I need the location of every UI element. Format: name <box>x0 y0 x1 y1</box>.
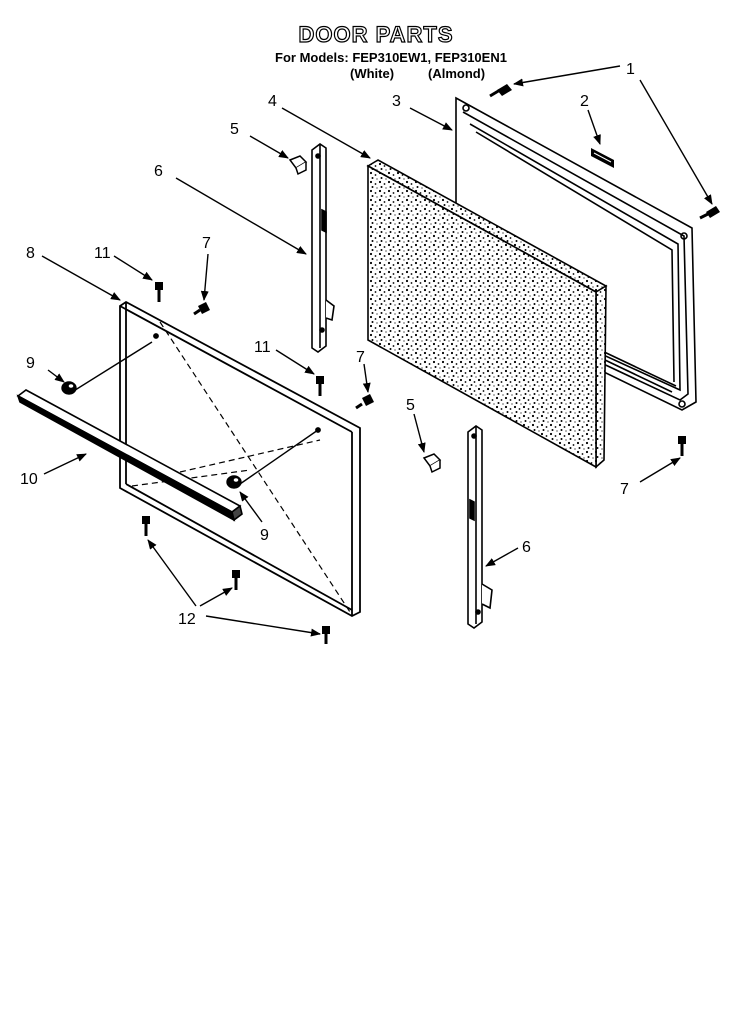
leader-lines <box>41 65 713 637</box>
callout-6-lower: 6 <box>522 539 531 556</box>
door-label <box>591 148 614 168</box>
inner-door-liner <box>455 96 697 411</box>
hinge-clip-upper <box>288 155 308 176</box>
outer-door-panel <box>119 300 361 618</box>
hinge-channel-right <box>467 425 493 629</box>
callout-11-right: 11 <box>254 339 271 356</box>
screw-12-right <box>322 626 330 644</box>
variant-almond: (Almond) <box>428 66 486 81</box>
screw-11-right <box>316 376 324 396</box>
door-glass-outline <box>131 321 351 613</box>
callout-9-right: 9 <box>260 527 269 544</box>
screw-7-middle <box>355 394 374 410</box>
model-variants: (White) (Almond) <box>0 66 752 82</box>
door-handle <box>16 389 243 522</box>
variant-white: (White) <box>350 66 395 81</box>
screw-12-middle <box>232 570 240 590</box>
screw-7-right <box>678 436 686 456</box>
callout-3: 3 <box>392 93 401 110</box>
callout-11-left: 11 <box>94 245 111 262</box>
callout-9-left: 9 <box>26 355 35 372</box>
screw-11-left <box>155 282 163 302</box>
callout-8: 8 <box>26 245 35 262</box>
callout-5-lower: 5 <box>406 397 415 414</box>
screw-1-right <box>699 206 720 220</box>
door-insulation <box>366 159 608 469</box>
callout-numbers: 1 2 3 4 5 6 8 11 7 11 7 9 5 10 7 9 6 12 <box>20 61 635 628</box>
callout-2: 2 <box>580 93 589 110</box>
diagram-title: DOOR PARTS <box>298 21 454 47</box>
screw-7-left <box>193 302 210 316</box>
diagram-header: DOOR PARTS For Models: FEP310EW1, FEP310… <box>0 21 752 65</box>
callout-4: 4 <box>268 93 277 110</box>
callout-7-right: 7 <box>620 481 629 498</box>
callout-7-middle: 7 <box>356 349 365 366</box>
screw-1-top <box>489 84 512 98</box>
handle-spacer-right <box>226 475 242 489</box>
callout-10: 10 <box>20 471 38 488</box>
hinge-clip-lower <box>422 453 442 474</box>
callout-5-upper: 5 <box>230 121 239 138</box>
callout-7-left: 7 <box>202 235 211 252</box>
callout-6-upper: 6 <box>154 163 163 180</box>
handle-spacer-left <box>61 381 77 395</box>
hinge-channel-left <box>311 143 335 353</box>
models-line: For Models: FEP310EW1, FEP310EN1 <box>275 50 507 65</box>
screw-12-left <box>142 516 150 536</box>
callout-1: 1 <box>626 61 635 78</box>
callout-12: 12 <box>178 611 196 628</box>
